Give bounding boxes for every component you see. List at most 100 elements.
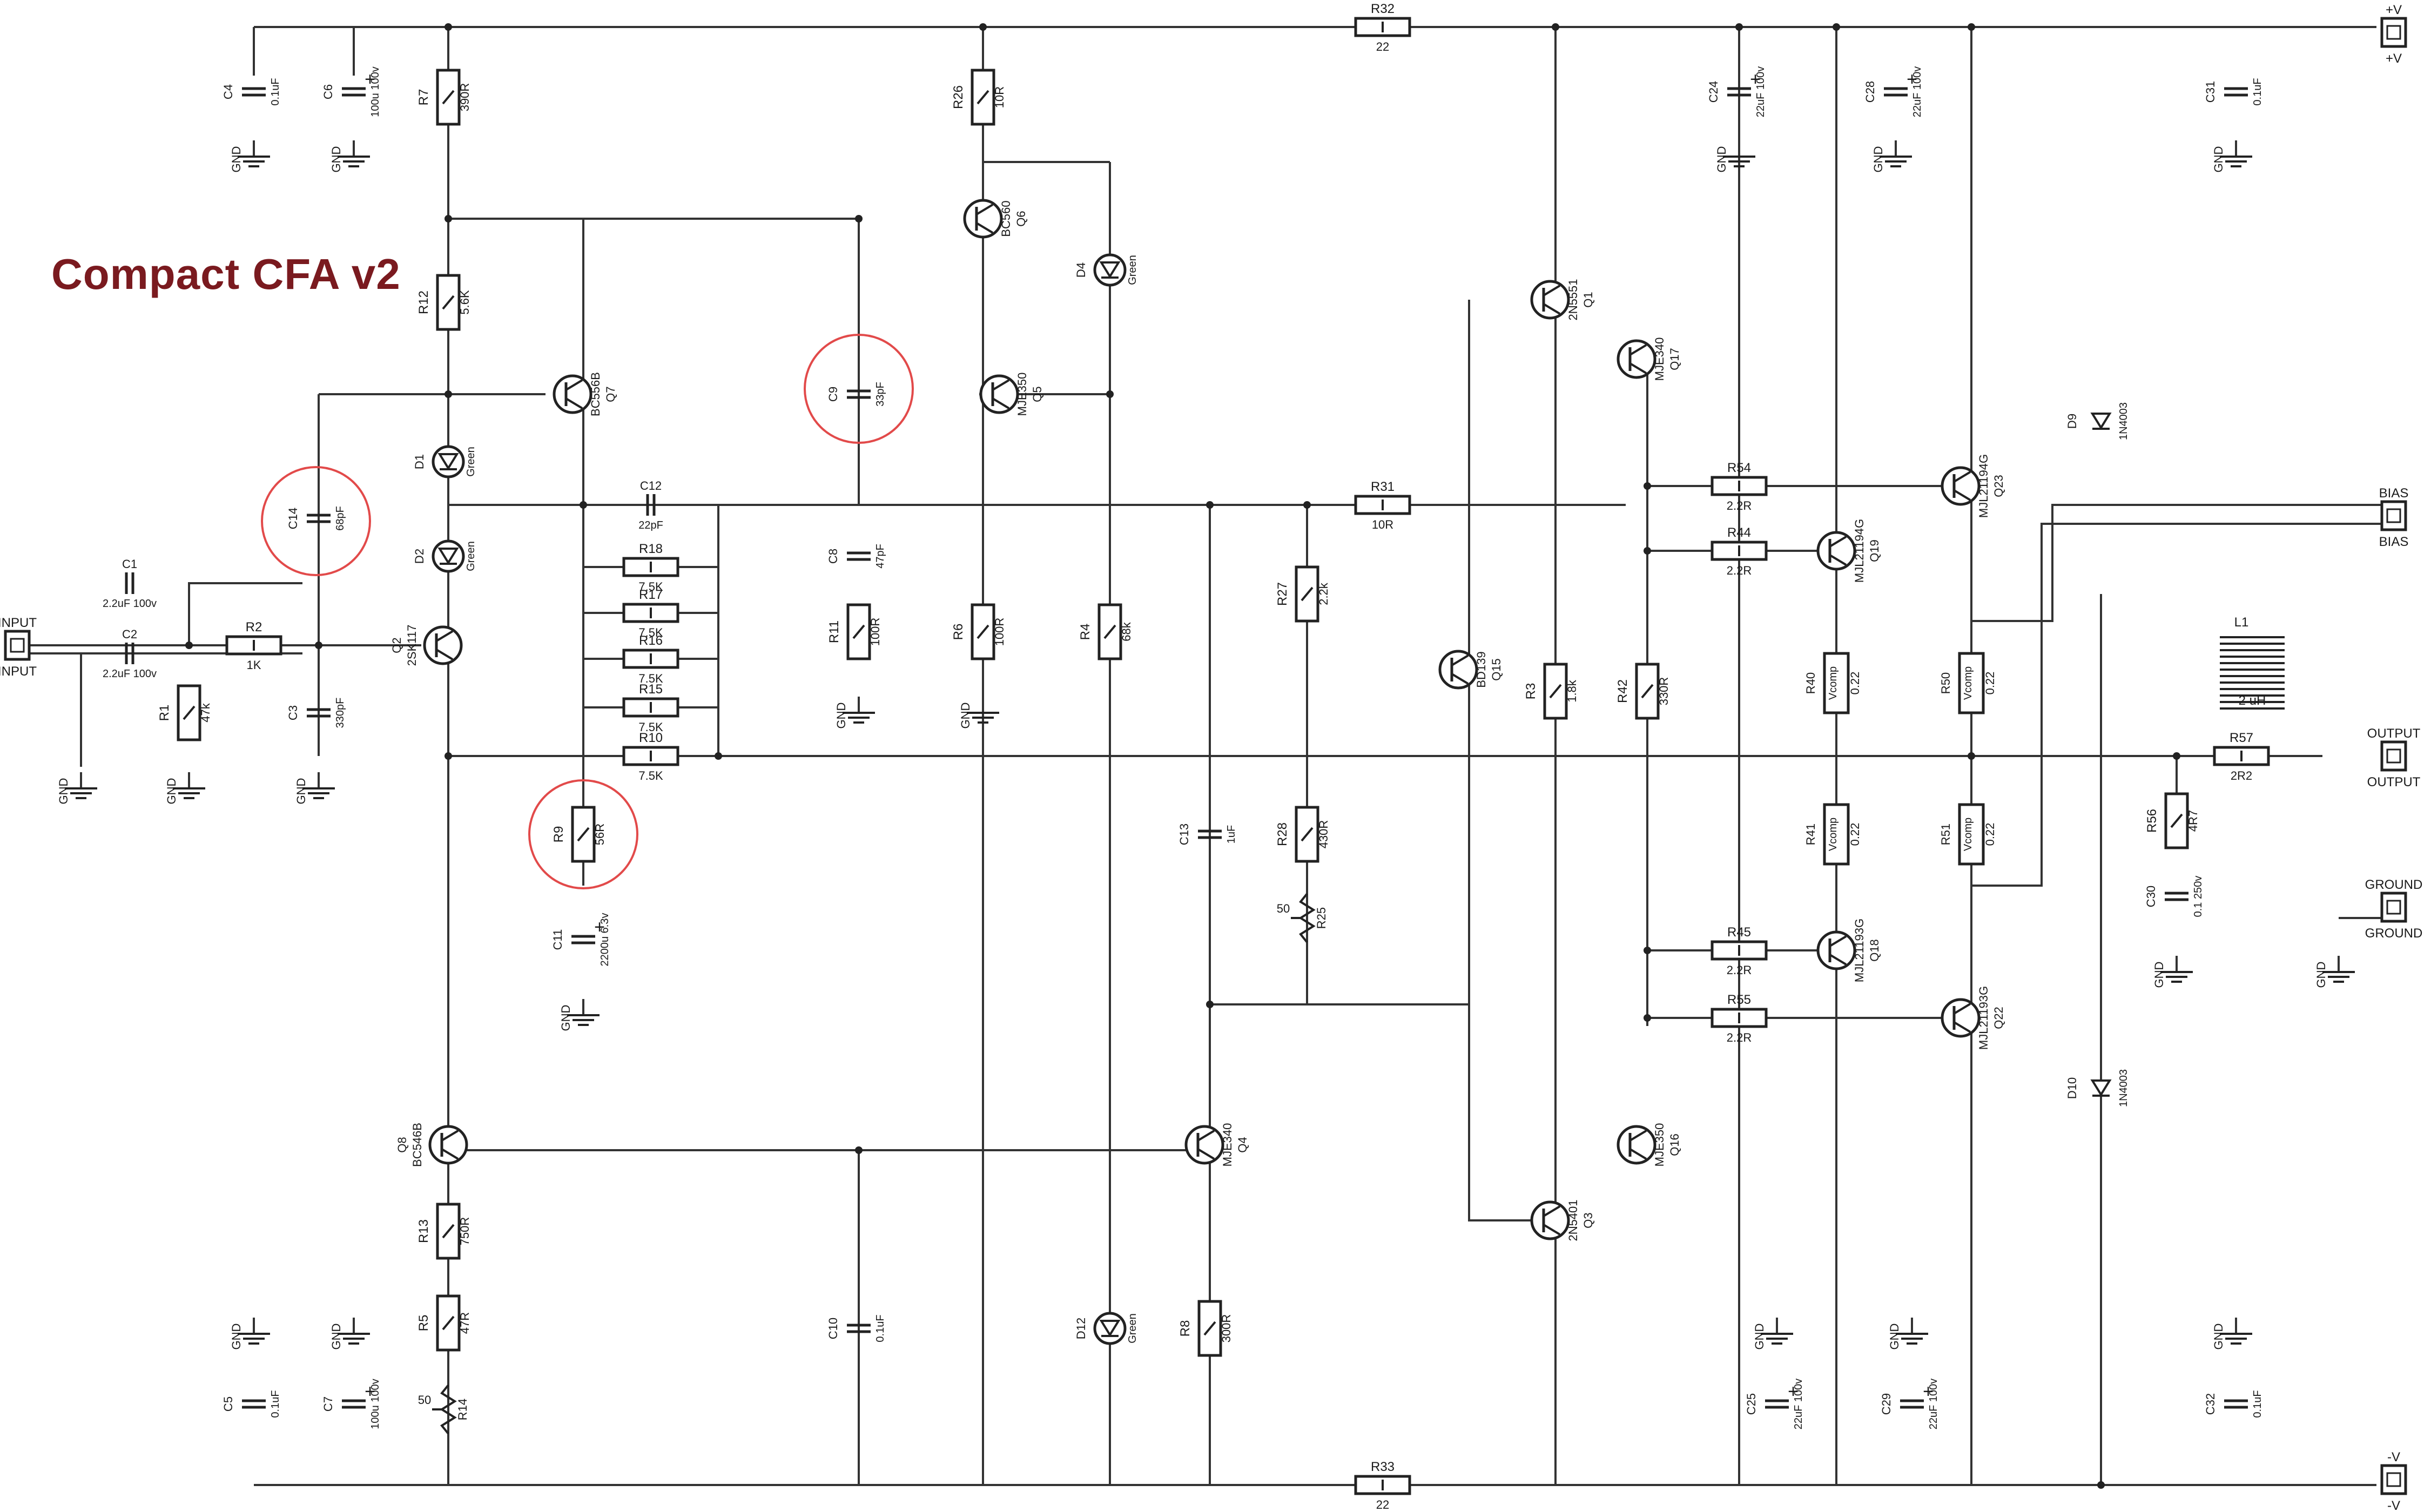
resistor-r57 [2213,746,2270,766]
resistor-value: 750R [458,1217,472,1246]
capacitor-value: 100u 100v [369,66,381,117]
resistor-ref: R54 [1727,461,1751,475]
capacitor-c6 [342,87,366,97]
junction-dot [855,215,863,222]
resistor-r56 [2164,792,2189,849]
resistor-ref: R41 [1804,824,1817,845]
resistor-value: 7.5K [638,769,663,782]
transistor-type: MJE340 [1221,1123,1234,1167]
capacitor-ref: C24 [1707,81,1720,103]
ground-symbol [843,697,875,724]
resistor-ref: R26 [951,85,966,109]
transistor-q22 [1941,998,1981,1038]
gnd-label: GND [559,1005,573,1031]
wire [30,582,302,646]
gnd-label: GND [165,778,178,805]
vcomp-label: Vcomp [1962,666,1974,700]
capacitor-c25 [1765,1399,1789,1409]
capacitor-value: 22uF 100v [1928,1379,1940,1430]
diode-value: Green [465,541,477,571]
resistor-value: 390R [458,83,472,112]
resistor-ref: R40 [1804,672,1817,694]
ground-symbol [302,772,335,799]
junction-dot [445,23,452,31]
capacitor-c7 [342,1399,366,1409]
resistor-r15 [622,697,679,718]
resistor-r32 [1354,17,1411,37]
resistor-r50 [1958,652,1985,714]
resistor-ref: R12 [416,291,431,314]
resistor-r41 [1823,803,1850,866]
potentiometer-r25 [1291,893,1316,943]
resistor-value: 2R2 [2231,769,2252,782]
transistor-ref: Q16 [1668,1133,1681,1156]
capacitor-ref: C28 [1863,81,1877,103]
polarity-mark: + [1923,1381,1934,1402]
highlight-circle [528,779,638,889]
polarity-mark: + [1788,1381,1799,1402]
transistor-ref: Q3 [1581,1212,1595,1228]
transistor-type: MJE340 [1653,338,1666,381]
capacitor-value: 0.1uF [2252,78,2264,105]
resistor-ref: R50 [1939,672,1952,694]
resistor-r55 [1711,1008,1768,1028]
resistor-r16 [622,649,679,669]
gnd-label: GND [1888,1324,1901,1350]
resistor-ref: R31 [1371,480,1395,494]
capacitor-ref: C12 [640,479,662,492]
polarity-mark: + [365,1381,375,1402]
junction-dot [445,390,452,398]
junction-dot [1968,752,1975,760]
capacitor-c13 [1198,829,1222,839]
resistor-r6 [971,603,995,660]
junction-dot [1206,1001,1214,1008]
diode-value: 1N4003 [2118,1069,2130,1107]
transistor-ref: Q6 [1014,211,1028,226]
capacitor-value: 100u 100v [369,1379,381,1429]
annotations [261,334,914,889]
vcomp-label: Vcomp [1827,818,1839,851]
capacitor-c32 [2224,1399,2248,1409]
transistor-ref: Q1 [1581,292,1595,307]
transistor-ref: Q5 [1031,386,1044,402]
junction-dot [1552,23,1559,31]
vminus-connector [2380,1464,2407,1495]
resistor-value: 0.22 [1983,823,1997,846]
vplus-connector-label: +V [2386,3,2402,17]
gnd-label: GND [2152,962,2166,988]
transistor-q15 [1438,650,1478,690]
junction-dot [445,752,452,760]
capacitor-value: 330pF [334,698,346,728]
resistor-ref: R9 [551,826,566,843]
junction-dot [315,642,322,649]
ground-symbol [238,1318,270,1345]
junction-dot [2097,1481,2105,1489]
transistor-ref: Q7 [604,386,617,402]
capacitor-value: 0.1uF [874,1314,886,1342]
capacitor-c14 [307,514,331,523]
transistor-q8 [428,1125,468,1165]
ground-symbol [338,1318,370,1345]
resistor-value: 7.5K [638,720,663,734]
resistor-r33 [1354,1475,1411,1495]
ground-symbol [65,772,97,799]
resistor-value: 0.22 [1983,672,1997,695]
resistor-ref: R2 [246,620,262,634]
transistor-ref: Q15 [1490,658,1503,681]
capacitor-ref: C6 [321,84,335,99]
junction-dot [2173,752,2180,760]
resistor-r1 [177,684,201,741]
resistor-value: 2.2R [1727,564,1752,577]
resistor-ref: R8 [1178,1320,1193,1337]
resistor-r3 [1543,663,1568,720]
capacitor-c24 [1727,87,1751,97]
highlight-circle [804,334,914,444]
junction-dot [1303,501,1311,509]
transistor-type: MJL21193G [1977,986,1990,1050]
vcomp-label: Vcomp [1827,666,1839,700]
capacitor-c8 [847,551,871,561]
junction-dot [1644,1014,1651,1022]
vcomp-label: Vcomp [1962,818,1974,851]
transistor-type: MJE350 [1015,373,1029,416]
